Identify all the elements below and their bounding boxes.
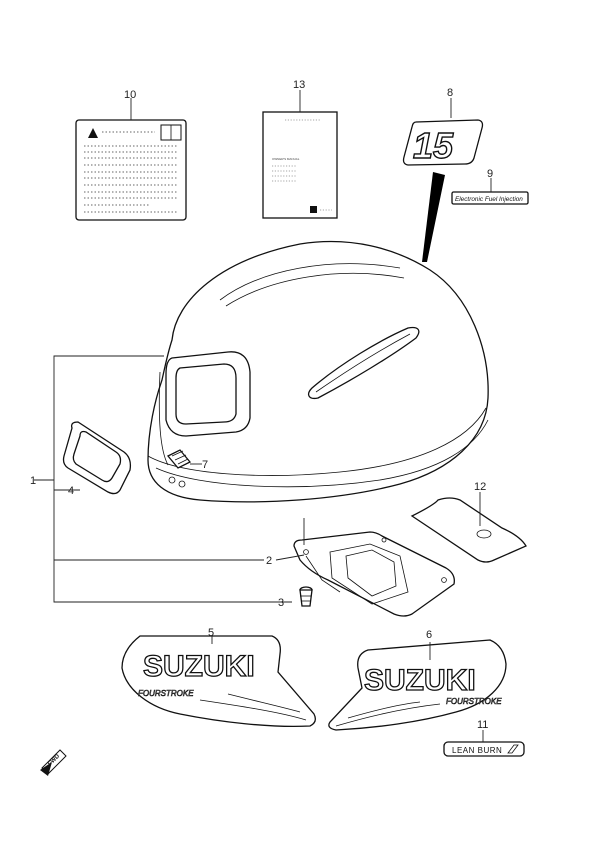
callout-8: 8 — [447, 87, 453, 99]
brand-right-text: SUZUKI — [364, 664, 476, 697]
warning-label-part-10[interactable] — [75, 119, 187, 221]
engine-cover-part-1[interactable] — [147, 240, 489, 503]
stroke-left-text: FOURSTROKE — [138, 689, 194, 698]
callout-10: 10 — [124, 89, 136, 101]
lean-burn-decal-part-11[interactable]: LEAN BURN — [443, 741, 525, 757]
screw-part-3[interactable] — [299, 586, 313, 607]
callout-11: 11 — [477, 719, 488, 731]
warning-triangle-icon — [88, 128, 98, 138]
owners-manual-part-13[interactable]: OWNER'S MANUAL — [262, 111, 338, 219]
model-number-decal-part-8[interactable]: 15 — [402, 119, 484, 167]
callout-leaders — [34, 355, 305, 603]
callout-4: 4 — [68, 485, 74, 497]
efi-text: Electronic Fuel Injection — [455, 196, 523, 203]
stripe-wedge-shading — [422, 172, 445, 262]
callout-6: 6 — [426, 629, 432, 641]
manual-title: OWNER'S MANUAL — [272, 157, 300, 161]
stroke-right-text: FOURSTROKE — [446, 697, 502, 706]
suzuki-logo-icon — [310, 206, 317, 213]
callout-5: 5 — [208, 627, 214, 639]
fwd-arrow-icon: FWD — [40, 749, 67, 776]
efi-decal-part-9[interactable]: Electronic Fuel Injection — [451, 191, 529, 205]
callout-13: 13 — [293, 79, 305, 91]
callout-9: 9 — [487, 168, 493, 180]
callout-12: 12 — [474, 481, 486, 493]
lean-burn-text: LEAN BURN — [452, 746, 502, 755]
callout-2: 2 — [266, 555, 272, 567]
side-decal-left-part-5[interactable]: SUZUKI FOURSTROKE — [121, 635, 316, 728]
callout-1: 1 — [30, 475, 36, 487]
brand-left-text: SUZUKI — [143, 650, 255, 683]
callout-3: 3 — [278, 597, 284, 609]
emblem-part-7[interactable] — [166, 449, 192, 469]
model-number-text: 15 — [413, 125, 454, 166]
side-decal-right-part-6[interactable]: SUZUKI FOURSTROKE — [328, 639, 507, 731]
pad-part-12[interactable] — [410, 497, 527, 563]
callout-7: 7 — [202, 459, 208, 471]
bracket-part-2[interactable] — [293, 531, 455, 617]
intake-seal-part-4[interactable] — [62, 421, 132, 495]
